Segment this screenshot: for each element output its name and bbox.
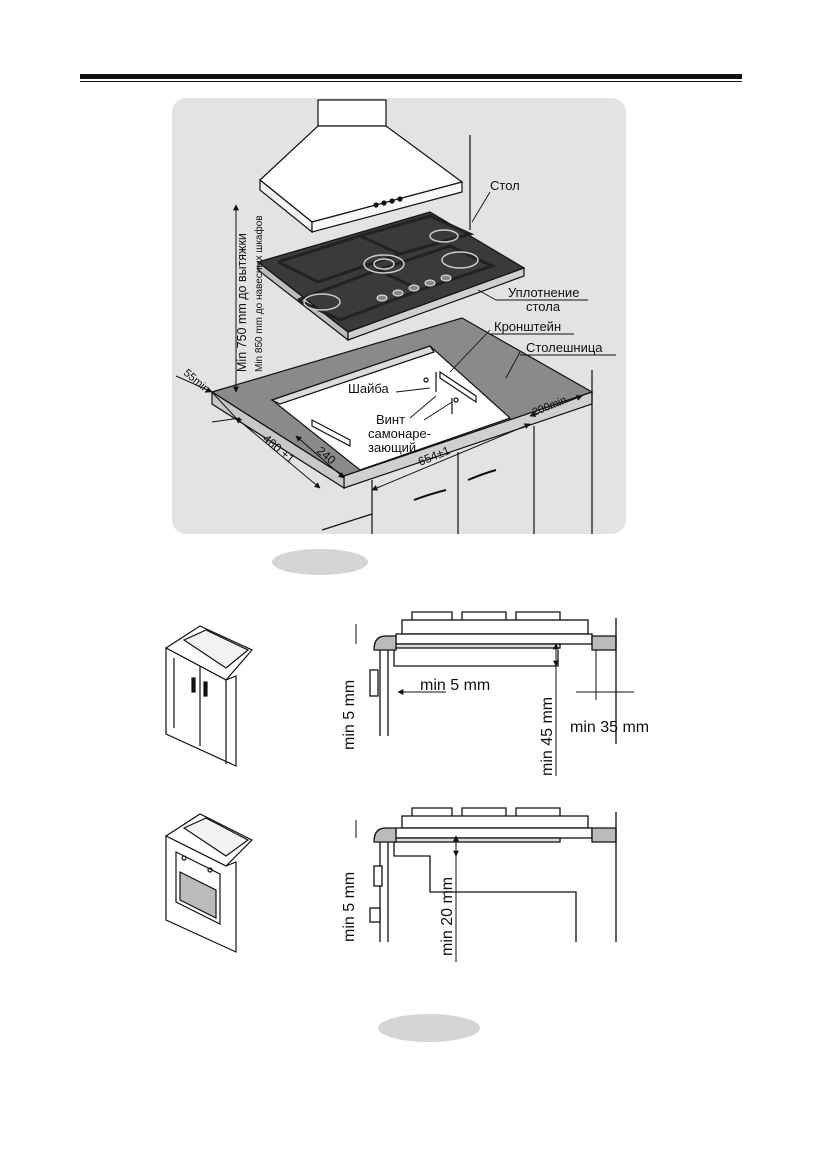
leader-lines (395, 191, 521, 421)
oven-under: min 20 mm (439, 877, 456, 956)
oven-section (355, 807, 617, 962)
label-washer: Шайба (348, 381, 390, 396)
label-countertop: Столешница (526, 340, 603, 355)
range-hood (259, 99, 471, 234)
label-screw-3: зающий (368, 440, 416, 455)
cabinet-section (355, 611, 634, 776)
label-bracket: Кронштейн (494, 319, 561, 334)
label-seal: Уплотнение (508, 285, 579, 300)
label-screw-1: Винт (376, 412, 405, 427)
installation-drawing (175, 99, 594, 534)
cab-wall: min 35 mm (570, 719, 649, 736)
dimension-lines (175, 204, 583, 491)
oven-icon (164, 813, 254, 953)
glass-hob (256, 211, 526, 342)
label-seal-2: стола (526, 299, 561, 314)
cab-top: min 5 mm (341, 680, 358, 750)
label-table: Стол (490, 178, 520, 193)
dim-hood: Min 750 mm до вытяжки (235, 233, 249, 372)
cabinet-icon (164, 625, 253, 767)
label-screw-2: самонаре- (368, 426, 431, 441)
figure-number-pill-2 (378, 1014, 480, 1042)
figure-number-pill-1 (272, 549, 368, 575)
dim-front: 55min (181, 367, 212, 395)
header-rule-thin (80, 81, 742, 82)
cab-under: min 45 mm (539, 697, 556, 776)
dim-cabinet: Min 850 mm до навесных шкафов (253, 215, 265, 372)
oven-top: min 5 mm (341, 872, 358, 942)
cab-gap: min 5 mm (420, 677, 490, 694)
header-rule-thick (80, 74, 742, 79)
